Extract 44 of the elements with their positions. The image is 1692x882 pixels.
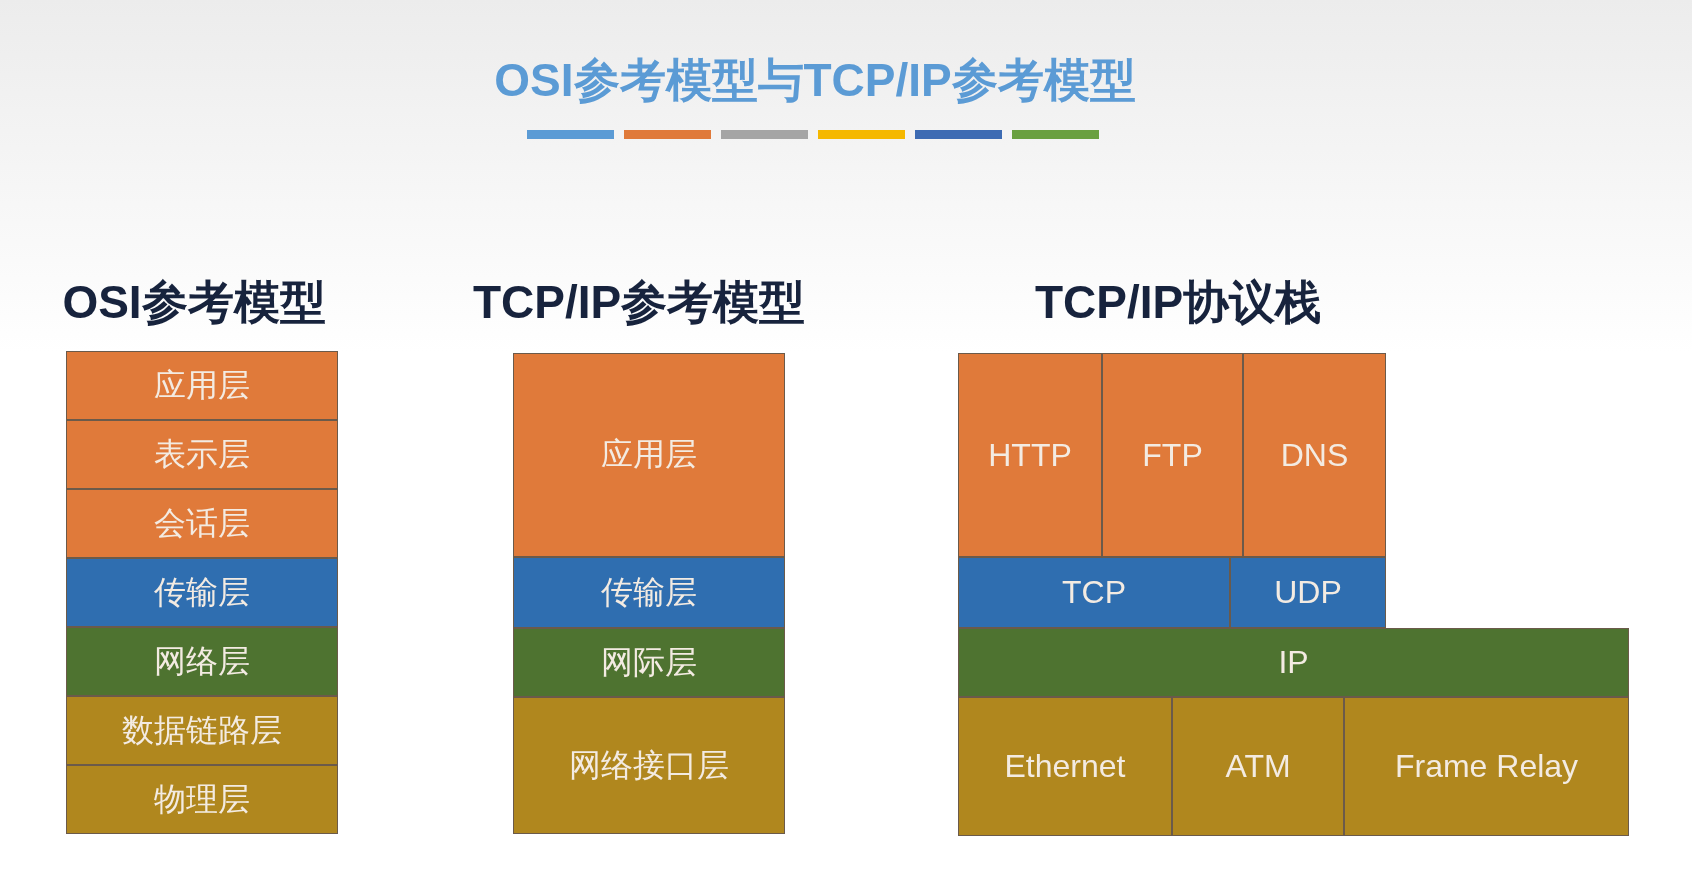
layer-name: FTP (1142, 436, 1203, 474)
layer-box (958, 557, 1230, 628)
title: OSI参考模型与TCP/IP参考模型 (494, 53, 1136, 108)
layer-box (66, 489, 338, 558)
layer-box (66, 420, 338, 489)
layer-box (958, 353, 1102, 557)
layer-box (66, 558, 338, 627)
layer-name: IP (1278, 644, 1309, 681)
layer-name: ATM (1225, 748, 1291, 785)
layer-name: DNS (1280, 436, 1349, 474)
layer-name: Ethernet (1004, 748, 1126, 785)
layer-box (1172, 697, 1344, 836)
layer-name: 网络层 (154, 641, 250, 681)
layer-box (513, 557, 785, 628)
layer-name: UDP (1274, 574, 1342, 611)
column-heading: OSI参考模型 (62, 275, 326, 330)
layer-name: 应用层 (601, 435, 697, 474)
layer-name: HTTP (988, 436, 1072, 474)
layer-name: TCP (1062, 574, 1126, 611)
layer-name: 数据链路层 (122, 710, 282, 750)
layer-box (958, 697, 1172, 836)
layer-box (66, 696, 338, 765)
layer-box (1102, 353, 1243, 557)
layer-name: 网际层 (601, 642, 697, 682)
layer-box (513, 628, 785, 697)
layer-box (1344, 697, 1629, 836)
layer-name: Frame Relay (1394, 748, 1579, 785)
layer-box (1230, 557, 1386, 628)
layer-box (1243, 353, 1386, 557)
layer-box (66, 765, 338, 834)
layer-box (513, 697, 785, 834)
layer-name: 物理层 (154, 779, 250, 819)
layer-box (958, 628, 1629, 697)
layer-box (66, 351, 338, 420)
layer-name: 会话层 (154, 503, 250, 543)
layer-name: 表示层 (154, 434, 250, 474)
layer-box (66, 627, 338, 696)
column-heading: TCP/IP协议栈 (1034, 275, 1322, 330)
layer-name: 传输层 (154, 572, 250, 612)
layer-name: 应用层 (154, 365, 250, 405)
layer-name: 传输层 (601, 572, 697, 612)
layer-name: 网络接口层 (569, 745, 729, 785)
layer-box (513, 353, 785, 557)
column-heading: TCP/IP参考模型 (472, 275, 806, 330)
